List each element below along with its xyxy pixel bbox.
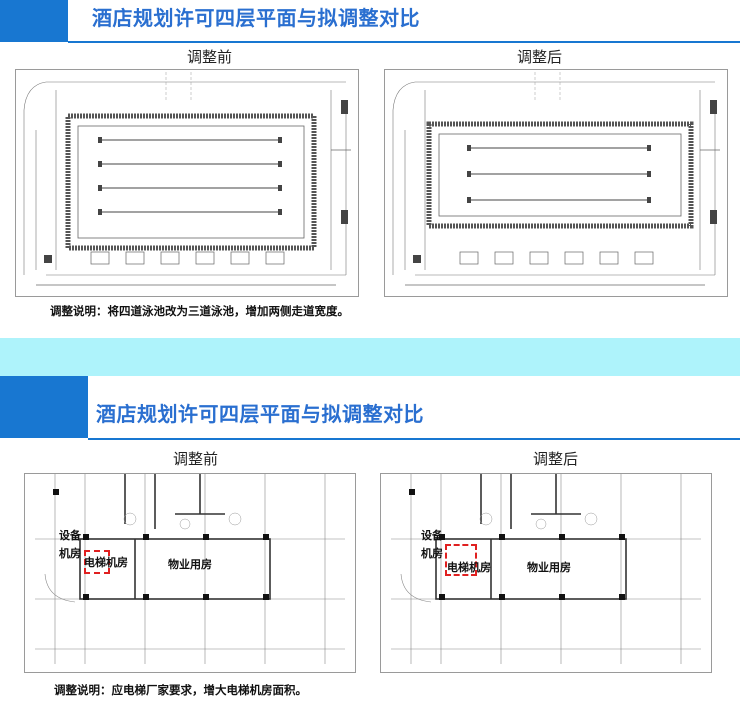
after-label: 调整后 — [517, 48, 563, 66]
room-property-label: 物业用房 — [168, 558, 212, 571]
slide-elevator-comparison: 酒店规划许可四层平面与拟调整对比 调整前 调整后 — [0, 376, 740, 717]
after-label: 调整后 — [533, 450, 579, 468]
room-equipment-label-1: 设备 — [59, 529, 81, 542]
room-equipment-label-2: 机房 — [59, 547, 81, 560]
before-pool-drawing — [23, 72, 351, 286]
after-pool-drawing — [392, 72, 720, 286]
title-underline — [88, 438, 740, 440]
elevator-room-highlight — [445, 544, 477, 576]
before-pool-plan — [15, 69, 359, 297]
adjustment-note: 调整说明：应电梯厂家要求，增大电梯机房面积。 — [54, 683, 307, 697]
title-accent-block — [0, 0, 68, 42]
before-label: 调整前 — [173, 450, 219, 468]
slide-separator-band — [0, 338, 740, 376]
before-label: 调整前 — [187, 48, 233, 66]
room-equipment-label-1: 设备 — [421, 529, 443, 542]
adjustment-note: 调整说明：将四道泳池改为三道泳池，增加两侧走道宽度。 — [50, 304, 349, 318]
elevator-room-highlight — [84, 550, 110, 574]
after-pool-plan — [384, 69, 728, 297]
room-property-label: 物业用房 — [527, 561, 571, 574]
room-elevator-label: 电梯机房 — [447, 561, 491, 574]
slide-title: 酒店规划许可四层平面与拟调整对比 — [92, 6, 420, 30]
slide-pool-comparison: 酒店规划许可四层平面与拟调整对比 调整前 调整后 — [0, 0, 740, 338]
before-floor-plan: 设备 机房 电梯机房 物业用房 — [24, 473, 356, 673]
after-floor-plan: 设备 机房 电梯机房 物业用房 — [380, 473, 712, 673]
before-floor-drawing — [35, 474, 345, 664]
title-accent-block — [0, 376, 88, 438]
title-underline — [68, 41, 740, 43]
room-elevator-label: 电梯机房 — [84, 556, 128, 569]
after-floor-drawing — [391, 474, 701, 664]
room-equipment-label-2: 机房 — [421, 547, 443, 560]
slide-title: 酒店规划许可四层平面与拟调整对比 — [96, 402, 424, 426]
